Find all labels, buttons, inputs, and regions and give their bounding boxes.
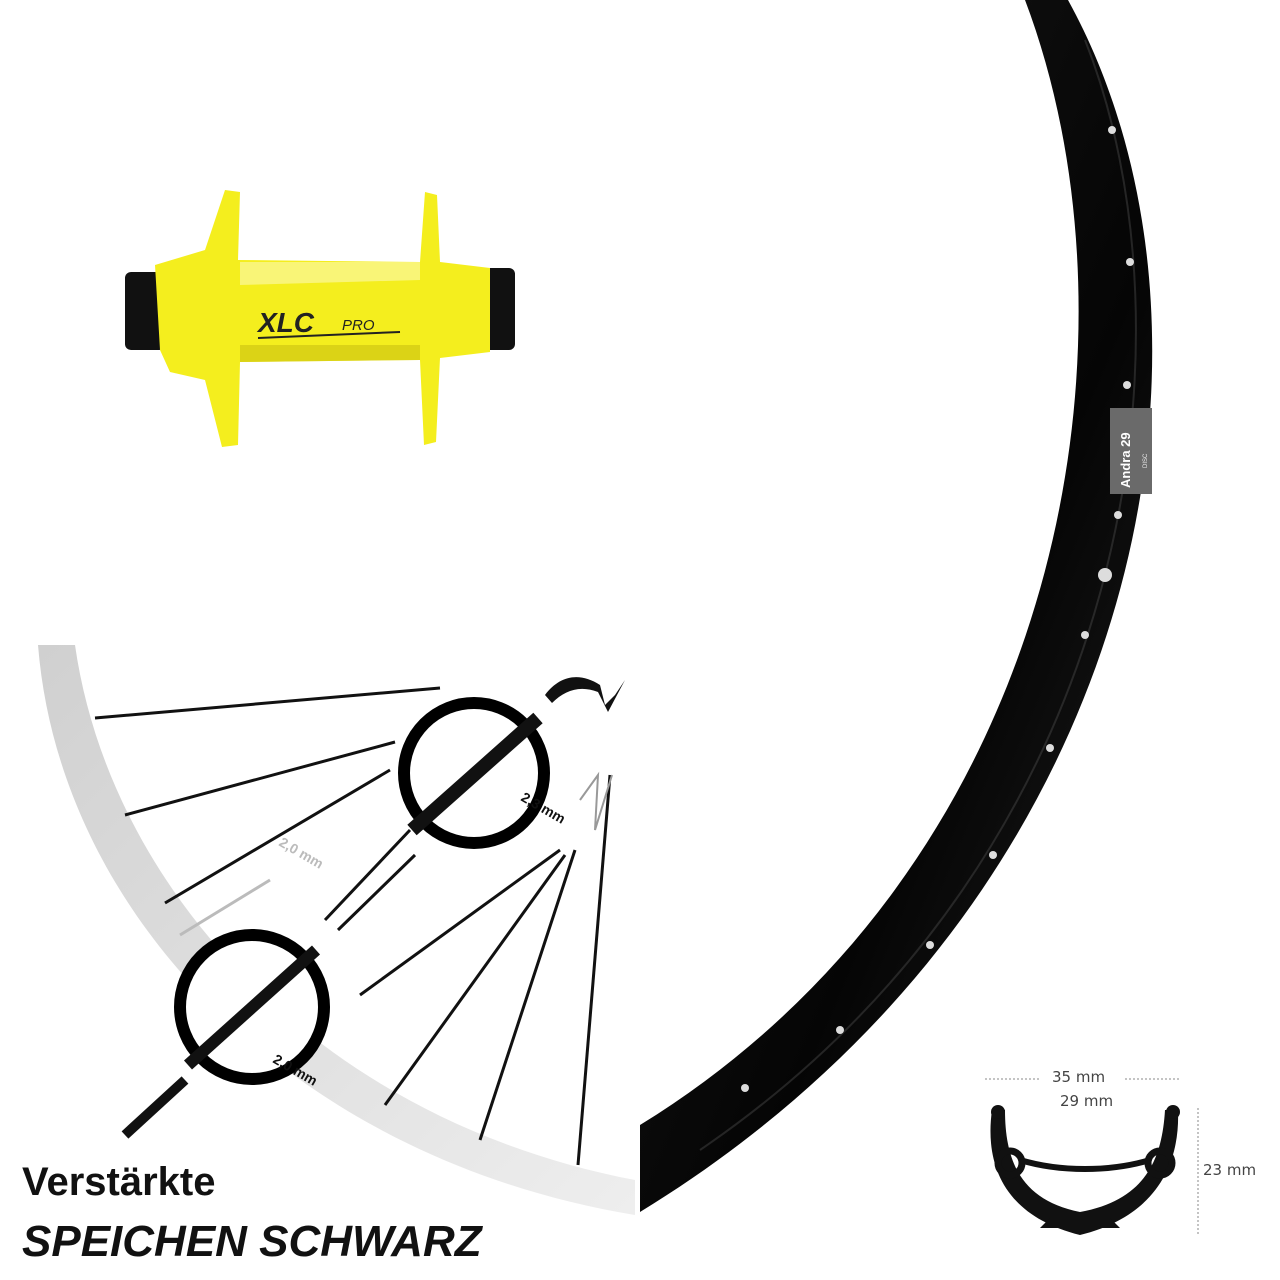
- spoke-nipple-icon: [545, 677, 625, 712]
- rim-label-name: Andra 29: [1118, 432, 1133, 488]
- caption-line1: Verstärkte: [22, 1160, 216, 1204]
- rim-profile: 35 mm 29 mm 23 mm: [985, 1068, 1256, 1235]
- hub-model-logo: PRO: [342, 317, 375, 334]
- rim-label: Andra 29 DISC: [1110, 408, 1152, 494]
- caption-line2: SPEICHEN SCHWARZ: [22, 1217, 482, 1266]
- profile-outer-width: 35 mm: [1052, 1068, 1105, 1086]
- spoke-holes: [741, 126, 1134, 1092]
- rim: Andra 29 DISC: [640, 0, 1153, 1212]
- spokes: [94, 686, 612, 1166]
- magnifier-upper: [398, 697, 550, 849]
- hub: XLC PRO: [125, 190, 515, 447]
- profile-height: 23 mm: [1203, 1161, 1256, 1179]
- magnifier-lower: [174, 929, 330, 1085]
- spoke-outer-thickness: 2,0 mm: [277, 834, 327, 872]
- profile-inner-width: 29 mm: [1060, 1092, 1113, 1110]
- hub-brand-logo: XLC: [256, 307, 315, 338]
- rim-label-sub: DISC: [1143, 453, 1149, 468]
- spoke-illustration: 2,3 mm 2,0 mm 2,0 mm: [38, 645, 635, 1215]
